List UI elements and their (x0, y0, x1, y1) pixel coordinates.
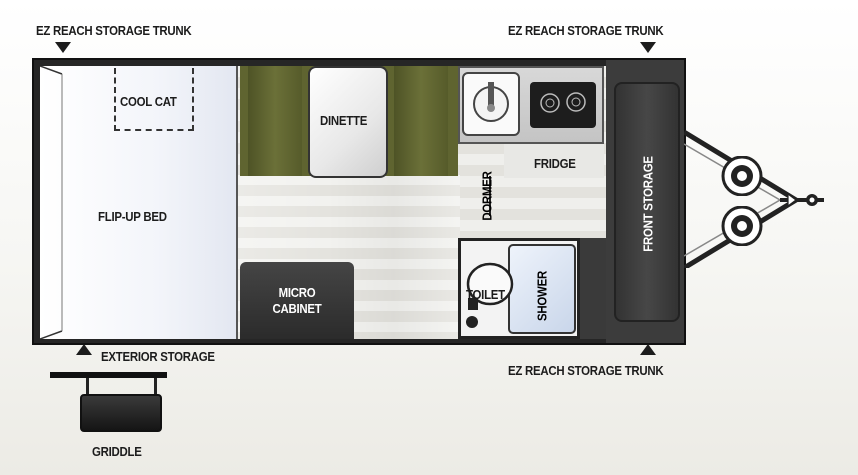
wheel-icon-bottom (721, 206, 763, 246)
dormer-line (489, 176, 491, 216)
ez-trunk-marker-top-left (55, 42, 71, 53)
sink-faucet-icon (473, 82, 509, 122)
toilet-label: TOILET (466, 287, 505, 302)
wheel-icon-top (721, 156, 763, 196)
ez-reach-storage-trunk-label-bottom-right: EZ REACH STORAGE TRUNK (508, 363, 664, 378)
griddle-mount-bar (50, 372, 167, 378)
ez-trunk-marker-bottom-right (640, 344, 656, 355)
dinette-seat-left (248, 66, 302, 176)
micro-cabinet (240, 262, 354, 339)
ez-reach-storage-trunk-label-top-right: EZ REACH STORAGE TRUNK (508, 23, 664, 38)
fridge (504, 144, 604, 178)
dinette-seat-right (394, 66, 448, 176)
griddle-leg-right (154, 378, 157, 394)
cabinet-label: CABINET (272, 301, 322, 316)
toilet-icon (466, 262, 514, 310)
griddle-label: GRIDDLE (92, 444, 142, 459)
cool-cat-label: COOL CAT (120, 94, 177, 109)
exterior-storage-marker (76, 344, 92, 355)
griddle-leg-left (86, 378, 89, 394)
griddle (80, 394, 162, 432)
micro-label: MICRO (278, 285, 316, 300)
front-storage (614, 82, 680, 322)
fridge-label: FRIDGE (534, 156, 576, 171)
flip-up-bed (40, 66, 238, 339)
flip-up-bed-label: FLIP-UP BED (98, 209, 167, 224)
ez-reach-storage-trunk-label-top-left: EZ REACH STORAGE TRUNK (36, 23, 192, 38)
cool-cat-ac-unit (114, 68, 194, 131)
dormer-label: DORMER (479, 171, 495, 221)
dinette-table (308, 66, 388, 178)
wardrobe-cabinet (580, 238, 606, 339)
ez-trunk-marker-top-right (640, 42, 656, 53)
trailer-tongue-hitch (684, 129, 824, 268)
bed-corner-lines (40, 66, 63, 339)
stove-burner-icon (540, 92, 586, 113)
shower-label: SHOWER (534, 271, 550, 321)
exterior-storage-label: EXTERIOR STORAGE (101, 349, 215, 364)
toilet-pipe-icon (466, 316, 478, 328)
front-storage-label: FRONT STORAGE (640, 156, 656, 252)
dinette-label: DINETTE (320, 113, 368, 128)
shower (508, 244, 576, 334)
